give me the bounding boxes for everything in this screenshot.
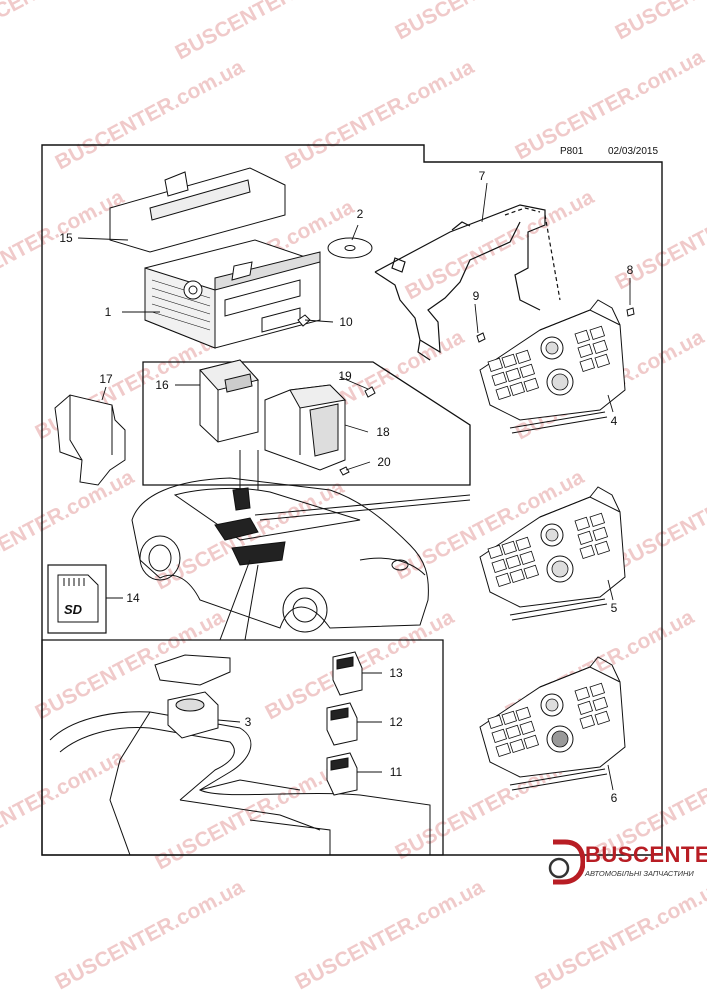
- bracket-part: [374, 204, 561, 361]
- callout-20: 20: [377, 455, 391, 469]
- callout-19: 19: [338, 369, 352, 383]
- control-panel: [479, 299, 626, 434]
- callout-14: 14: [126, 591, 140, 605]
- callout-16: 16: [155, 378, 169, 392]
- callout-3: 3: [245, 715, 252, 729]
- watermark-text: BUSCENTER.com.ua: [292, 875, 489, 994]
- svg-text:SD: SD: [64, 602, 83, 617]
- callout-7: 7: [479, 169, 486, 183]
- switch-parts: [326, 651, 363, 796]
- module-16: [199, 359, 259, 443]
- watermark-text: BUSCENTER.com.ua: [282, 55, 479, 174]
- callout-labels: 1 2 3 4 5 6 7 8 9 10 11 12 13 14 15 16 1…: [59, 169, 633, 805]
- logo-title: BUSCENTER: [585, 842, 707, 867]
- watermark-text: BUSCENTER.com.ua: [392, 0, 589, 44]
- car-silhouette: [131, 477, 429, 633]
- logo-mark-icon: [548, 839, 586, 885]
- watermark-text: BUSCENTER.com.ua: [402, 185, 599, 304]
- inset-frame-modules: [142, 361, 471, 486]
- callout-15: 15: [59, 231, 73, 245]
- sd-card: SD: [47, 564, 107, 634]
- page-code: P801: [560, 146, 584, 157]
- callout-18: 18: [376, 425, 390, 439]
- callout-12: 12: [389, 715, 403, 729]
- watermark-text: BUSCENTER.com.ua: [152, 755, 349, 874]
- callout-5: 5: [611, 601, 618, 615]
- console-assembly: [49, 654, 431, 856]
- callout-leaders: [77, 182, 631, 791]
- callout-4: 4: [611, 414, 618, 428]
- diagram-date: 02/03/2015: [608, 146, 659, 157]
- callout-10: 10: [339, 315, 353, 329]
- bracket-17: [54, 394, 126, 486]
- control-panel: [479, 486, 626, 621]
- buscenter-logo: BUSCENTER АВТОМОБІЛЬНІ ЗАПЧАСТИНИ: [545, 838, 707, 886]
- callout-8: 8: [627, 263, 634, 277]
- watermark-text: BUSCENTER.com.ua: [0, 0, 148, 44]
- radio-module-assembly: [109, 167, 321, 349]
- watermark-text: BUSCENTER.com.ua: [612, 0, 707, 44]
- module-18: [264, 384, 347, 471]
- logo-subtitle: АВТОМОБІЛЬНІ ЗАПЧАСТИНИ: [585, 869, 694, 878]
- disc-part: [327, 237, 373, 259]
- watermark-text: BUSCENTER.com.ua: [52, 55, 249, 174]
- callout-17: 17: [99, 372, 113, 386]
- callout-2: 2: [357, 207, 364, 221]
- inset-frame-console: [41, 639, 444, 856]
- watermark-text: BUSCENTER.com.ua: [52, 875, 249, 994]
- pointer-lines: [219, 450, 471, 641]
- callout-9: 9: [473, 289, 480, 303]
- callout-6: 6: [611, 791, 618, 805]
- watermark-text: BUSCENTER.com.ua: [172, 0, 369, 64]
- control-panels: [479, 299, 626, 791]
- screw-parts: [297, 307, 635, 476]
- watermark-text: BUSCENTER.com.ua: [0, 745, 128, 864]
- watermark-text: BUSCENTER.com.ua: [532, 875, 707, 994]
- callout-1: 1: [105, 305, 112, 319]
- callout-11: 11: [390, 765, 403, 779]
- watermark-text: BUSCENTER.com.ua: [612, 455, 707, 574]
- callout-13: 13: [389, 666, 403, 680]
- control-panel: [479, 656, 626, 791]
